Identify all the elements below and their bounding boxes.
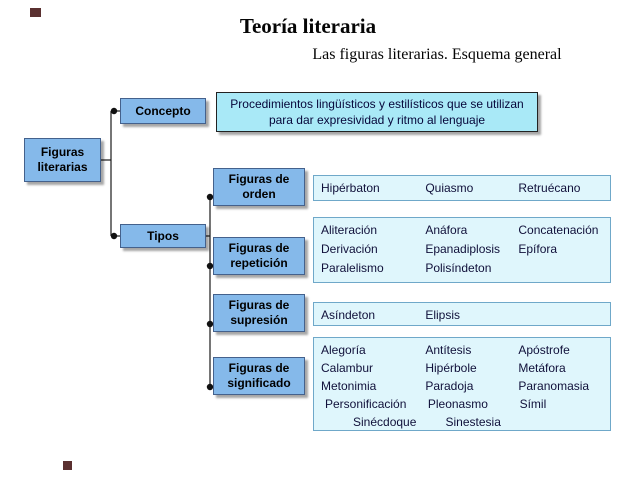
- list-line: Derivación Epanadiplosis Epífora: [321, 240, 603, 259]
- slide-marker-bottom: [63, 461, 72, 470]
- node-figuras-de-supresion: Figuras de supresión: [213, 294, 305, 332]
- list-line: Asíndeton Elipsis: [321, 306, 603, 325]
- list-line: Personificación Pleonasmo Símil: [321, 395, 603, 413]
- figure-item: Aliteración: [321, 223, 378, 237]
- list-line: Sinécdoque Sinestesia: [321, 413, 603, 431]
- figure-item: Hipérbole: [425, 361, 477, 375]
- figure-item: Anáfora: [425, 223, 468, 237]
- figure-item: Paralelismo: [321, 261, 384, 275]
- figure-item: Metáfora: [518, 361, 566, 375]
- figure-item: Sinécdoque: [353, 415, 417, 429]
- figure-item: Asíndeton: [321, 308, 376, 322]
- figure-item: Antítesis: [425, 343, 472, 357]
- node-concepto: Concepto: [120, 98, 206, 124]
- node-figuras-literarias: Figuras literarias: [24, 138, 101, 182]
- page-title: Teoría literaria: [239, 14, 377, 38]
- node-figuras-de-significado: Figuras de significado: [213, 357, 305, 395]
- node-figuras-de-orden: Figuras de orden: [213, 168, 305, 206]
- figure-item: Símil: [519, 397, 547, 411]
- figure-item: Hipérbaton: [321, 181, 380, 195]
- figure-item: Concatenación: [518, 223, 599, 237]
- figure-item: Alegoría: [321, 343, 366, 357]
- list-repeticion: Aliteración Anáfora Concatenación Deriva…: [313, 217, 611, 283]
- slide-marker-top: [30, 8, 41, 17]
- list-line: Calambur Hipérbole Metáfora: [321, 359, 603, 377]
- list-supresion: Asíndeton Elipsis: [313, 302, 611, 326]
- figure-item: Derivación: [321, 242, 378, 256]
- page-subtitle: Las figuras literarias. Esquema general: [312, 46, 562, 63]
- figure-item: Personificación: [325, 397, 407, 411]
- figure-item: Epanadiplosis: [425, 242, 501, 256]
- figure-item: Apóstrofe: [518, 343, 570, 357]
- list-line: Hipérbaton Quiasmo Retruécano: [321, 179, 603, 198]
- branch-dot-concepto: [110, 107, 118, 115]
- list-line: Aliteración Anáfora Concatenación: [321, 221, 603, 240]
- figure-item: Paradoja: [425, 379, 474, 393]
- branch-dot-tipos: [110, 232, 118, 240]
- figure-item: Retruécano: [518, 181, 581, 195]
- figure-item: Metonimia: [321, 379, 377, 393]
- list-orden: Hipérbaton Quiasmo Retruécano: [313, 175, 611, 201]
- figure-item: Calambur: [321, 361, 374, 375]
- node-figuras-de-repeticion: Figuras de repetición: [213, 237, 305, 275]
- figure-item: Quiasmo: [425, 181, 474, 195]
- figure-item: Sinestesia: [445, 415, 501, 429]
- list-line: Alegoría Antítesis Apóstrofe: [321, 341, 603, 359]
- concepto-description-box: Procedimientos lingüísticos y estilístic…: [216, 92, 538, 132]
- figure-item: Pleonasmo: [427, 397, 488, 411]
- list-line: Paralelismo Polisíndeton: [321, 259, 603, 278]
- list-line: Metonimia Paradoja Paranomasia: [321, 377, 603, 395]
- list-significado: Alegoría Antítesis Apóstrofe Calambur Hi…: [313, 337, 611, 431]
- figure-item: Elipsis: [425, 308, 461, 322]
- figure-item: Polisíndeton: [425, 261, 492, 275]
- figure-item: Epífora: [518, 242, 558, 256]
- node-tipos: Tipos: [120, 224, 206, 248]
- figure-item: Paranomasia: [518, 379, 590, 393]
